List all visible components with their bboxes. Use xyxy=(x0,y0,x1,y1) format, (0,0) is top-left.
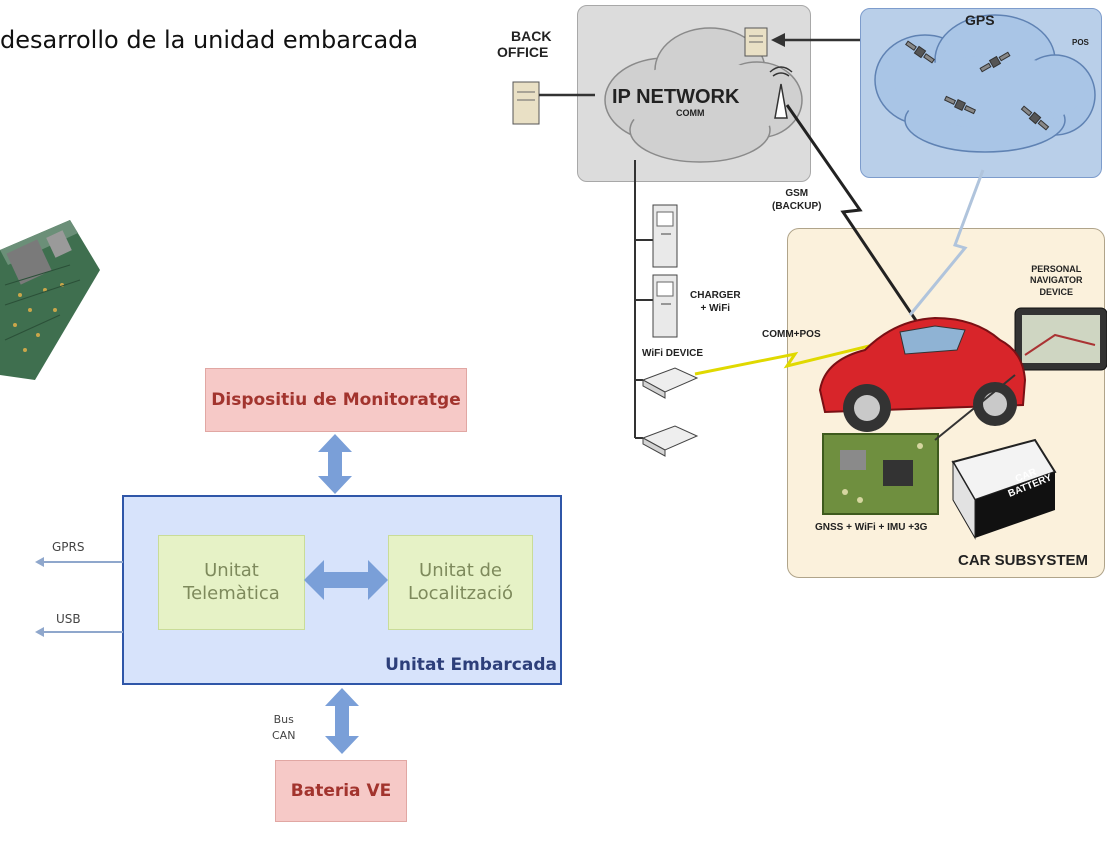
external-links xyxy=(35,557,123,637)
gprs-label: GPRS xyxy=(52,540,85,554)
telematics-unit-line2: Telemàtica xyxy=(183,582,280,604)
personal-navigator-icon xyxy=(1014,307,1107,371)
back-office-server-icon xyxy=(512,81,540,125)
monitoring-device-box: Dispositiu de Monitoratge xyxy=(205,368,467,432)
vertical-double-arrow-top xyxy=(318,434,352,494)
vertical-double-arrow-bottom xyxy=(325,688,359,754)
gsm-line1: GSM xyxy=(785,188,809,199)
personal-nav-line2: NAVIGATOR xyxy=(1030,275,1083,286)
pcb-board-image xyxy=(0,220,100,380)
telematics-unit-box: Unitat Telemàtica xyxy=(158,535,305,630)
usb-label: USB xyxy=(56,612,81,626)
antenna-icon xyxy=(769,66,793,119)
wifi-device-icon-2 xyxy=(641,425,699,457)
localization-unit-line2: Localització xyxy=(407,582,514,604)
charger-line2: + WiFi xyxy=(700,303,731,314)
satellite-icons xyxy=(905,40,1050,131)
gnss-label: GNSS + WiFi + IMU +3G xyxy=(815,522,928,533)
localization-unit-line1: Unitat de xyxy=(419,560,502,581)
localization-unit-box: Unitat de Localització xyxy=(388,535,533,630)
car-battery-icon xyxy=(951,438,1057,540)
onboard-unit-label: Unitat Embarcada xyxy=(385,655,557,675)
bus-can-line1: Bus xyxy=(273,713,294,726)
personal-navigator-label: PERSONAL NAVIGATOR DEVICE xyxy=(1030,264,1083,298)
car-icon xyxy=(818,316,1027,432)
back-office-label: BACK OFFICE xyxy=(497,28,551,60)
bus-can-line2: CAN xyxy=(272,728,296,742)
car-subsystem-label: CAR SUBSYSTEM xyxy=(958,552,1089,569)
charger-line1: CHARGER xyxy=(690,290,741,301)
pos-label: POS xyxy=(1072,38,1089,47)
server-icon-top xyxy=(744,27,768,57)
charger-icon-2 xyxy=(652,274,678,338)
comm-label: COMM xyxy=(676,108,705,118)
ip-network-label: IP NETWORK xyxy=(612,86,740,108)
onboard-board-icon xyxy=(822,433,939,515)
network-drawing xyxy=(512,14,1107,540)
personal-nav-line3: DEVICE xyxy=(1039,286,1074,297)
telematics-unit-line1: Unitat xyxy=(204,560,259,581)
comm-pos-label: COMM+POS xyxy=(762,329,821,340)
charger-wifi-label: CHARGER + WiFi xyxy=(690,289,741,315)
battery-box: Bateria VE xyxy=(275,760,407,822)
page-title: desarrollo de la unidad embarcada xyxy=(0,26,419,54)
wifi-device-icon-1 xyxy=(641,367,699,399)
wifi-device-label: WiFi DEVICE xyxy=(642,348,704,359)
horizontal-double-arrow xyxy=(304,560,388,600)
gps-label: GPS xyxy=(965,12,995,28)
back-office-line2: OFFICE xyxy=(497,44,549,61)
personal-nav-line1: PERSONAL xyxy=(1031,264,1082,274)
gsm-backup-label: GSM (BACKUP) xyxy=(772,188,821,213)
back-office-line1: BACK xyxy=(511,28,552,44)
bus-can-label: Bus CAN xyxy=(272,712,295,744)
charger-icon-1 xyxy=(652,204,678,268)
gsm-line2: (BACKUP) xyxy=(772,200,822,212)
